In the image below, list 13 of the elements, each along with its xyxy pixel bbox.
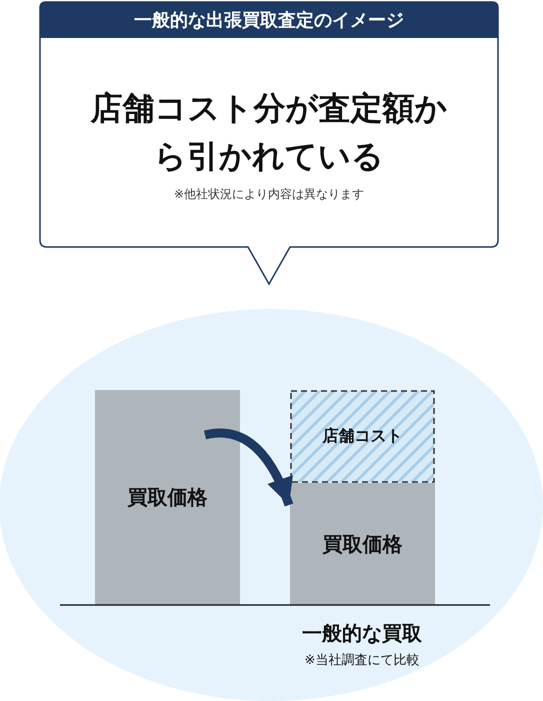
box-label: 店舗コスト — [321, 426, 404, 447]
price-bar — [95, 390, 240, 605]
cost-box — [290, 390, 435, 483]
headline-text: 店舗コスト分が査定額から引かれている — [89, 88, 448, 177]
footnote-text: ※当社調査にて比較 — [304, 652, 420, 669]
bar-label: 買取価格 — [322, 531, 404, 558]
footnote-text: ※他社状況により内容は異なります — [172, 186, 366, 203]
category-label: 一般的な買取 — [301, 620, 423, 647]
speech-bubble — [38, 0, 500, 288]
price-bar — [290, 483, 435, 605]
curved-arrow — [204, 428, 294, 507]
bar-label: 買取価格 — [126, 484, 208, 511]
bubble-heading: 一般的な出張買取査定のイメージ — [133, 9, 405, 32]
